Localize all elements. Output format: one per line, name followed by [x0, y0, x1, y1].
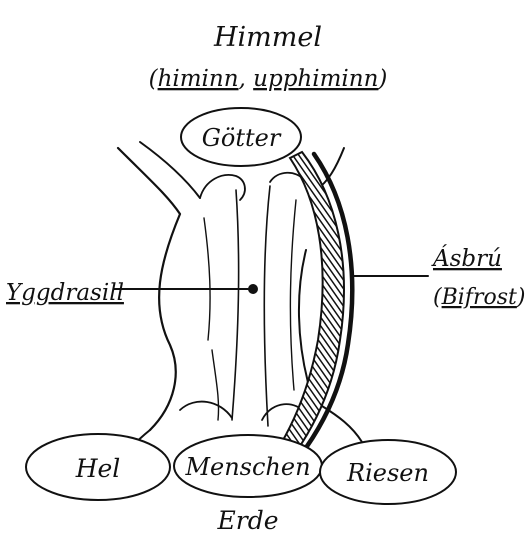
node-hel-label: Hel: [75, 454, 121, 483]
bridge-alt-label: (Bifrost): [433, 285, 525, 310]
node-hel: Hel: [26, 434, 170, 500]
tree-pointer: [114, 284, 258, 294]
sky-term-upphiminn: upphiminn: [253, 66, 378, 92]
bridge-asbru: [276, 152, 352, 456]
node-humans-label: Menschen: [184, 453, 310, 481]
sky-term-himinn: himinn: [158, 66, 239, 92]
sky-subtitle-sep: ,: [239, 66, 254, 92]
sky-subtitle-close: ): [377, 66, 387, 92]
earth-label: Erde: [217, 506, 279, 535]
sky-subtitle: (himinn, upphiminn): [149, 66, 388, 92]
tree-pointer-dot: [248, 284, 258, 294]
node-humans: Menschen: [174, 435, 322, 497]
node-giants: Riesen: [320, 440, 456, 504]
node-gods: Götter: [181, 108, 301, 166]
bridge-label: Ásbrú: [431, 245, 502, 272]
node-gods-label: Götter: [202, 124, 282, 152]
tree-label: Yggdrasill: [6, 280, 124, 306]
bridge-alt-close: ): [516, 285, 526, 310]
bridge-alt-name: Bifrost: [441, 285, 517, 310]
node-giants-label: Riesen: [346, 459, 429, 487]
sky-title: Himmel: [213, 22, 322, 53]
